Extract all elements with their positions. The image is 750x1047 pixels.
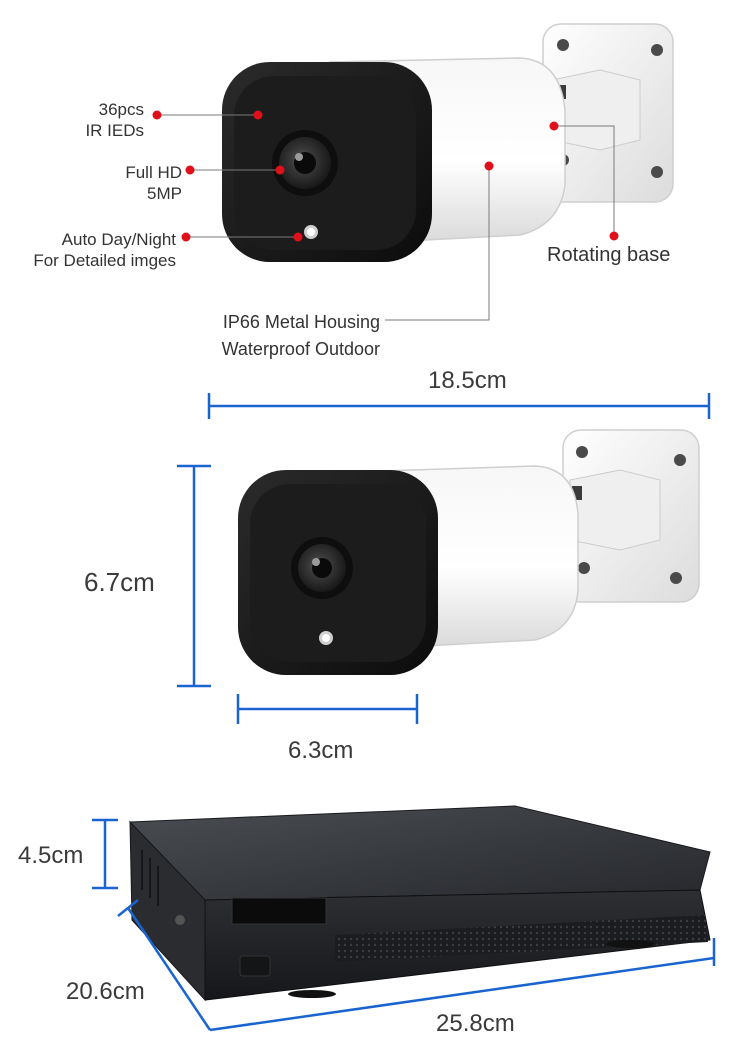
callout-day-night-line2: For Detailed imges (33, 251, 176, 270)
dimension-label-nvr-width: 25.8cm (436, 1010, 515, 1037)
callout-full-hd-line2: 5MP (147, 184, 182, 203)
callout-dot (484, 161, 494, 171)
nvr-recorder-illustration (128, 805, 711, 1002)
dimension-label-camera-height: 6.7cm (84, 567, 155, 597)
dimension-label-camera-length: 18.5cm (428, 367, 507, 394)
dimension-nvr-width (209, 938, 716, 1032)
callout-leaders (152, 110, 619, 321)
callout-full-hd: Full HD 5MP (125, 162, 182, 204)
camera-middle-illustration (238, 429, 700, 675)
camera-top-illustration (222, 23, 674, 262)
dimension-camera-length (207, 393, 711, 419)
callout-ir-leds: 36pcs IR IEDs (85, 99, 144, 141)
callout-full-hd-line1: Full HD (125, 163, 182, 182)
callout-ir-leds-line2: IR IEDs (85, 121, 144, 140)
callout-day-night: Auto Day/Night For Detailed imges (33, 229, 176, 271)
callout-dot (609, 231, 619, 241)
callout-ir-leds-line1: 36pcs (98, 100, 144, 119)
dimension-nvr-height (92, 818, 118, 890)
dimension-label-nvr-height: 4.5cm (18, 842, 84, 869)
callout-dot (185, 165, 195, 175)
callout-housing-line1: IP66 Metal Housing (222, 312, 380, 332)
dimension-camera-height (177, 464, 211, 688)
callout-dot (275, 165, 285, 175)
callout-dot (549, 121, 559, 131)
callout-housing-line2: Waterproof Outdoor (221, 339, 380, 359)
callout-day-night-line1: Auto Day/Night (61, 230, 176, 249)
callout-housing: IP66 Metal Housing Waterproof Outdoor (222, 309, 380, 363)
wall-mount (562, 429, 700, 603)
callout-dot (253, 110, 263, 120)
dimension-label-nvr-depth: 20.6cm (66, 978, 145, 1005)
callout-rotating-base: Rotating base (547, 244, 671, 266)
dimension-label-camera-width: 6.3cm (288, 737, 354, 764)
callout-dot (152, 110, 162, 120)
dimension-nvr-depth (117, 899, 212, 1031)
callout-dot (293, 232, 303, 242)
callout-dot (181, 232, 191, 242)
dimension-camera-width (236, 694, 419, 724)
